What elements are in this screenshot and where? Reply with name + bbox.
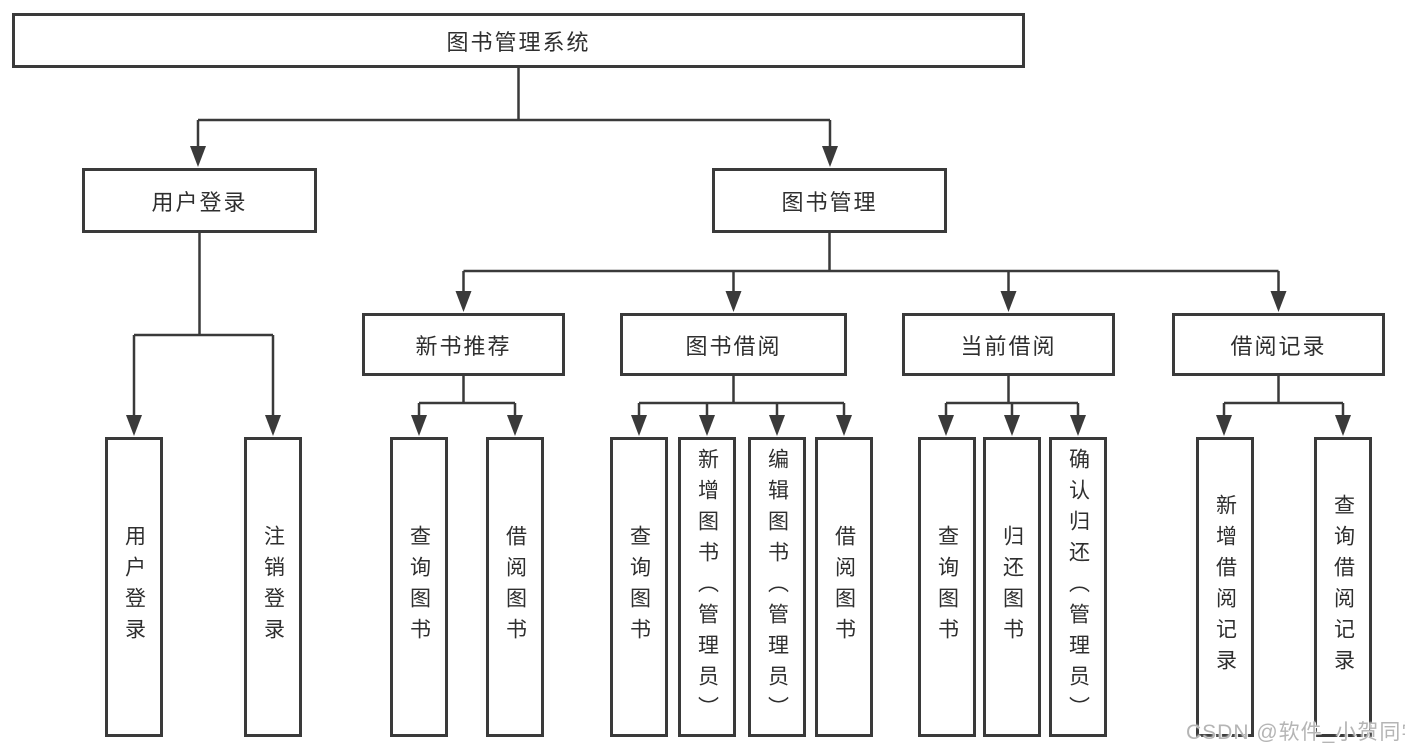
leaf-br-add-record: 新增借阅记录 (1196, 437, 1254, 737)
node-borrow-records-label: 借阅记录 (1230, 333, 1327, 359)
node-root-system-label: 图书管理系统 (446, 29, 591, 55)
leaf-cb-return-books: 归还图书 (983, 437, 1041, 737)
node-user-login-label: 用户登录 (151, 189, 248, 215)
watermark-text: CSDN @软件_小贺同学 (1186, 721, 1405, 744)
connector-user-login-to-leaves (132, 231, 275, 421)
leaf-bb-add-book-admin: 新增图书（管理员） (678, 437, 736, 737)
connector-book-management-to-level3 (462, 231, 1280, 297)
leaf-bb-add-book-admin-label: 新增图书（管理员） (695, 447, 719, 727)
arrowheads (126, 146, 1351, 436)
leaf-user-login-label: 用户登录 (122, 525, 146, 649)
leaf-nbr-borrow-books-label: 借阅图书 (503, 525, 527, 649)
connector-new-book-to-leaves (417, 374, 517, 421)
leaf-cb-confirm-return-admin-label: 确认归还（管理员） (1066, 447, 1090, 727)
node-root-system: 图书管理系统 (12, 13, 1025, 68)
leaf-bb-query-books-label: 查询图书 (627, 525, 651, 649)
leaf-cb-return-books-label: 归还图书 (1000, 525, 1024, 649)
node-user-login: 用户登录 (82, 168, 317, 233)
connector-borrow-records-to-leaves (1222, 374, 1345, 421)
leaf-br-add-record-label: 新增借阅记录 (1213, 494, 1237, 680)
node-new-book-recommendation-label: 新书推荐 (415, 333, 512, 359)
connector-book-borrowing-to-leaves (637, 374, 846, 421)
leaf-nbr-borrow-books: 借阅图书 (486, 437, 544, 737)
leaf-nbr-query-books: 查询图书 (390, 437, 448, 737)
leaf-logout-label: 注销登录 (261, 525, 285, 649)
node-book-borrowing: 图书借阅 (620, 313, 847, 376)
node-book-management-label: 图书管理 (781, 189, 878, 215)
leaf-cb-query-books: 查询图书 (918, 437, 976, 737)
leaf-bb-query-books: 查询图书 (610, 437, 668, 737)
leaf-bb-edit-book-admin: 编辑图书（管理员） (748, 437, 806, 737)
connector-root-to-level2 (196, 66, 832, 152)
connector-current-borrowing-to-leaves (944, 374, 1080, 421)
leaf-cb-query-books-label: 查询图书 (935, 525, 959, 649)
leaf-br-query-record: 查询借阅记录 (1314, 437, 1372, 737)
node-book-management: 图书管理 (712, 168, 947, 233)
node-current-borrowing: 当前借阅 (902, 313, 1115, 376)
node-book-borrowing-label: 图书借阅 (685, 333, 782, 359)
leaf-logout: 注销登录 (244, 437, 302, 737)
leaf-user-login: 用户登录 (105, 437, 163, 737)
leaf-bb-edit-book-admin-label: 编辑图书（管理员） (765, 447, 789, 727)
leaf-cb-confirm-return-admin: 确认归还（管理员） (1049, 437, 1107, 737)
leaf-bb-borrow-books: 借阅图书 (815, 437, 873, 737)
node-current-borrowing-label: 当前借阅 (960, 333, 1057, 359)
leaf-bb-borrow-books-label: 借阅图书 (832, 525, 856, 649)
leaf-br-query-record-label: 查询借阅记录 (1331, 494, 1355, 680)
node-borrow-records: 借阅记录 (1172, 313, 1385, 376)
leaf-nbr-query-books-label: 查询图书 (407, 525, 431, 649)
node-new-book-recommendation: 新书推荐 (362, 313, 565, 376)
